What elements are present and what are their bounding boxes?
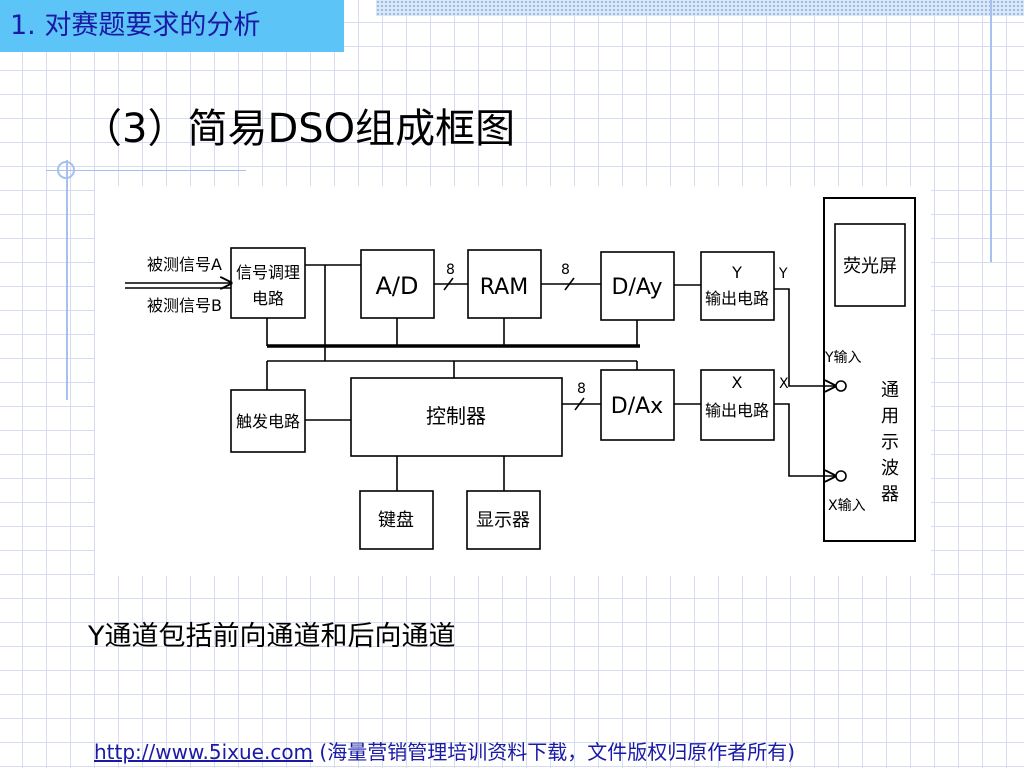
left-decoration-hline (46, 170, 246, 171)
display-label: 显示器 (476, 510, 530, 531)
footer-link[interactable]: http://www.5ixue.com (94, 740, 314, 764)
trigger-block (230, 389, 306, 453)
screen-block (834, 223, 906, 307)
bus-label-adc-ram: 8 (446, 262, 455, 278)
signal-conditioning-block (230, 247, 306, 319)
ram-label: RAM (480, 275, 528, 300)
x-output-block (700, 369, 775, 441)
dac-y-label: D/Ay (612, 275, 663, 300)
left-decoration-line (66, 160, 68, 400)
signal-a-label: 被测信号A (147, 255, 222, 274)
footer: http://www.5ixue.com (海量营销管理培训资料下载，文件版权归… (94, 736, 795, 765)
x-output-label-2: 输出电路 (705, 401, 769, 420)
x-input-label: X输入 (828, 498, 866, 514)
top-decoration-band (376, 0, 1024, 16)
y-signal-label: Y (778, 266, 788, 282)
signal-b-label: 被测信号B (147, 296, 222, 315)
keyboard-label: 键盘 (378, 510, 414, 531)
controller-label: 控制器 (426, 404, 486, 428)
bus-tick-2 (564, 277, 575, 291)
section-header: 1. 对赛题要求的分析 (0, 0, 344, 52)
slide-title: （3）简易DSO组成框图 (82, 106, 516, 152)
y-input-port (835, 380, 847, 392)
y-input-label: Y输入 (824, 350, 862, 366)
dso-block-diagram: 被测信号A 被测信号B 信号调理 电路 A/D RAM D/Ay Y 输出电路 … (95, 186, 931, 576)
x-output-line (774, 403, 835, 476)
x-signal-label: X (779, 376, 789, 392)
y-output-label-2: 输出电路 (705, 289, 769, 308)
oscilloscope-label-3: 示 (881, 432, 899, 453)
dac-x-label: D/Ax (611, 394, 663, 419)
footer-note: (海量营销管理培训资料下载，文件版权归原作者所有) (313, 740, 796, 764)
slide-caption: Y通道包括前向通道和后向通道 (88, 621, 456, 652)
right-decoration-line (990, 0, 992, 262)
screen-label: 荧光屏 (843, 256, 897, 277)
trigger-label: 触发电路 (236, 412, 300, 431)
bus-tick-3 (574, 397, 585, 411)
bus-tick-1 (443, 277, 454, 291)
bus-label-ram-dac: 8 (561, 262, 570, 278)
y-output-block (700, 251, 775, 321)
oscilloscope-label-5: 器 (881, 484, 899, 505)
adc-label: A/D (376, 272, 419, 300)
oscilloscope-label-4: 波 (881, 458, 899, 479)
oscilloscope-label-1: 通 (881, 380, 899, 401)
oscilloscope-label-2: 用 (881, 406, 899, 427)
x-input-port (835, 470, 847, 482)
oscilloscope-block (823, 197, 916, 542)
signal-conditioning-label-2: 电路 (252, 289, 284, 308)
y-output-label-1: Y (731, 263, 742, 282)
x-output-label-1: X (732, 373, 743, 392)
diagram-canvas: 被测信号A 被测信号B 信号调理 电路 A/D RAM D/Ay Y 输出电路 … (125, 197, 916, 550)
controller-block (350, 377, 563, 457)
signal-conditioning-label-1: 信号调理 (236, 263, 300, 282)
crosshair-decoration (57, 161, 75, 179)
bus-label-ctrl-dac: 8 (577, 381, 586, 397)
y-output-line (774, 288, 835, 386)
